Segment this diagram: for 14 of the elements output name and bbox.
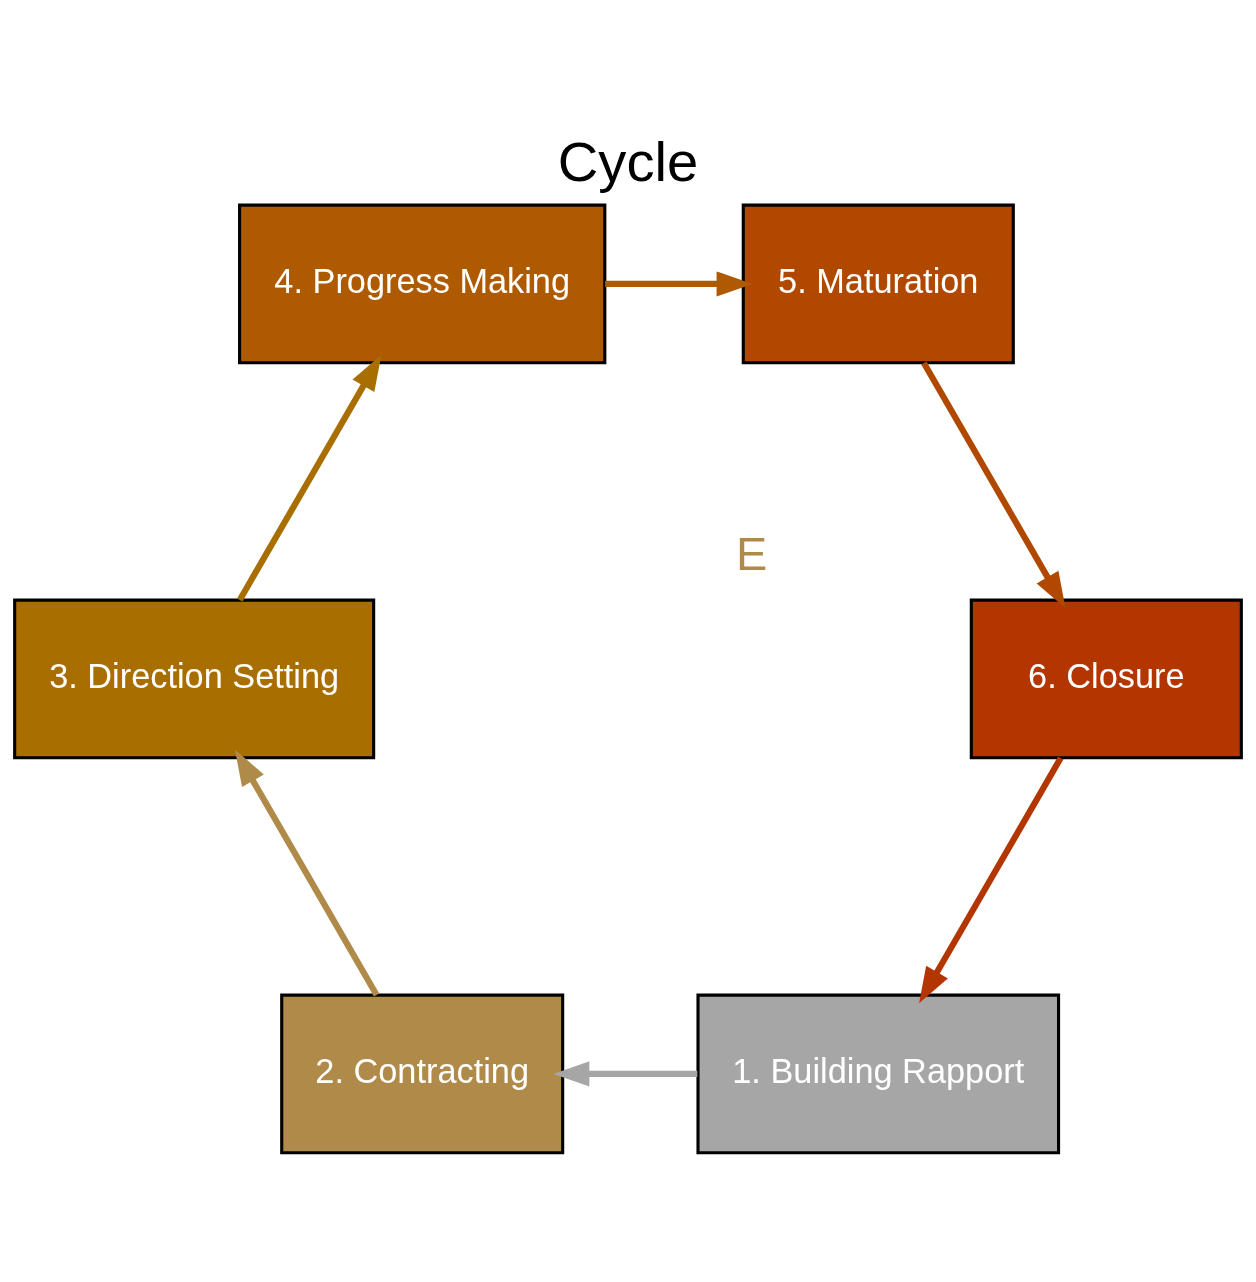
arrow bbox=[237, 354, 382, 602]
node-box: 5. Maturation bbox=[741, 203, 1015, 364]
node-box: 6. Closure bbox=[969, 598, 1243, 759]
node-box: 4. Progress Making bbox=[238, 203, 607, 364]
node-box: 3. Direction Setting bbox=[13, 598, 376, 759]
arrow bbox=[234, 749, 380, 997]
arrow bbox=[605, 270, 753, 297]
label: E bbox=[736, 527, 768, 580]
diagram-title: Cycle bbox=[557, 129, 699, 193]
node-box: 2. Contracting bbox=[280, 993, 565, 1154]
arrow bbox=[921, 360, 1066, 608]
node-box: 1. Building Rapport bbox=[696, 993, 1061, 1154]
arrow bbox=[919, 755, 1064, 1003]
arrow bbox=[553, 1060, 698, 1087]
